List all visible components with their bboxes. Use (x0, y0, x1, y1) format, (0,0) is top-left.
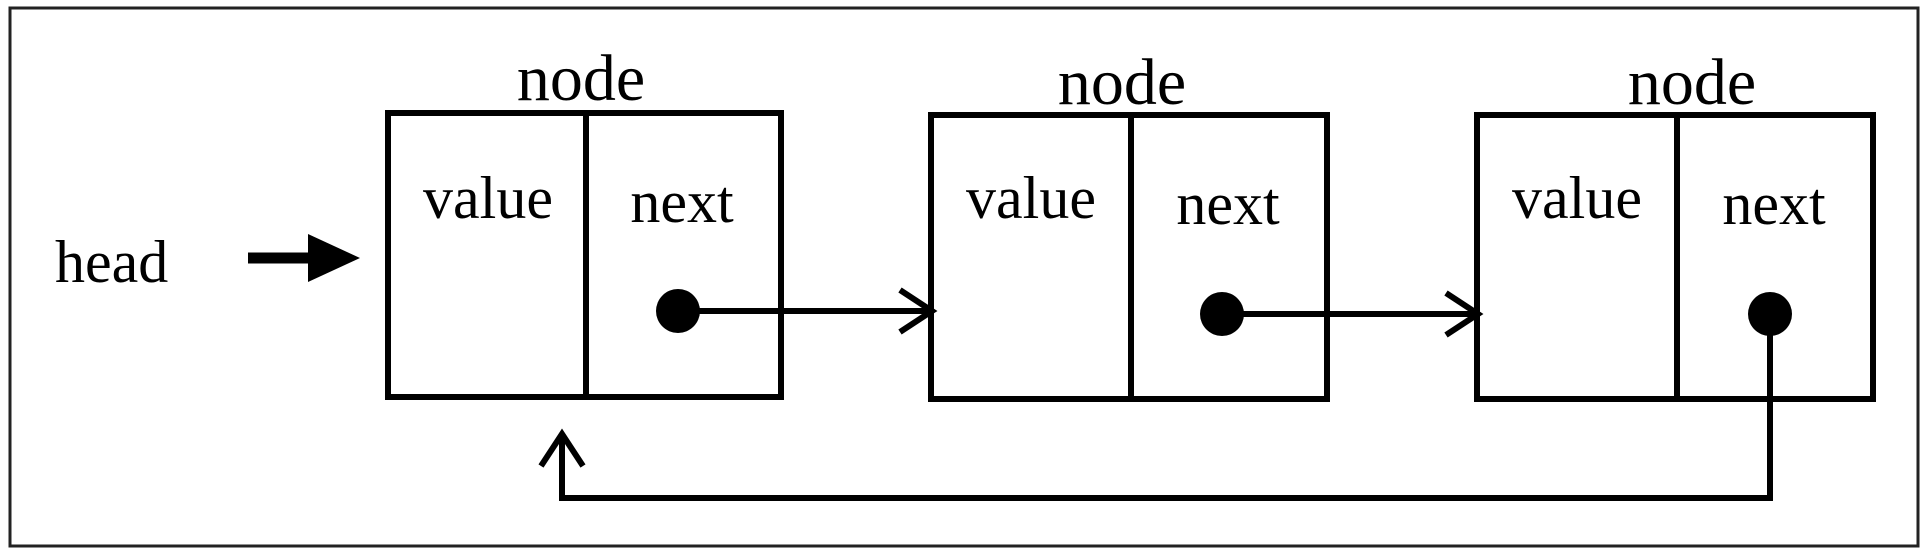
head-label: head (55, 229, 168, 295)
diagram-frame (8, 6, 1920, 548)
node-3: node value next (1474, 46, 1876, 402)
node-1-title: node (517, 42, 645, 115)
node-1-next-field: next (630, 169, 734, 235)
node-2-next-field: next (1176, 171, 1280, 237)
arrow-node3-to-node1 (538, 314, 1773, 501)
node-3-next-field: next (1722, 171, 1826, 237)
head-arrow-head (308, 234, 360, 282)
head-pointer: head (55, 229, 360, 295)
node-3-value-field: value (1512, 165, 1642, 231)
node-1-value-field: value (423, 165, 553, 231)
arrow-node3-to-node1-path (559, 314, 1773, 501)
node-2-title: node (1058, 46, 1186, 119)
arrow-node2-to-node3-head (1444, 290, 1484, 338)
node-2: node value next (928, 46, 1330, 402)
node-2-value-field: value (966, 165, 1096, 231)
arrow-node2-to-node3 (1222, 290, 1484, 338)
arrow-node3-to-node1-head (538, 428, 586, 468)
arrow-node1-to-node2 (678, 287, 938, 335)
node-3-title: node (1628, 46, 1756, 119)
node-1: node value next (385, 42, 784, 400)
arrow-node1-to-node2-head (898, 287, 938, 335)
